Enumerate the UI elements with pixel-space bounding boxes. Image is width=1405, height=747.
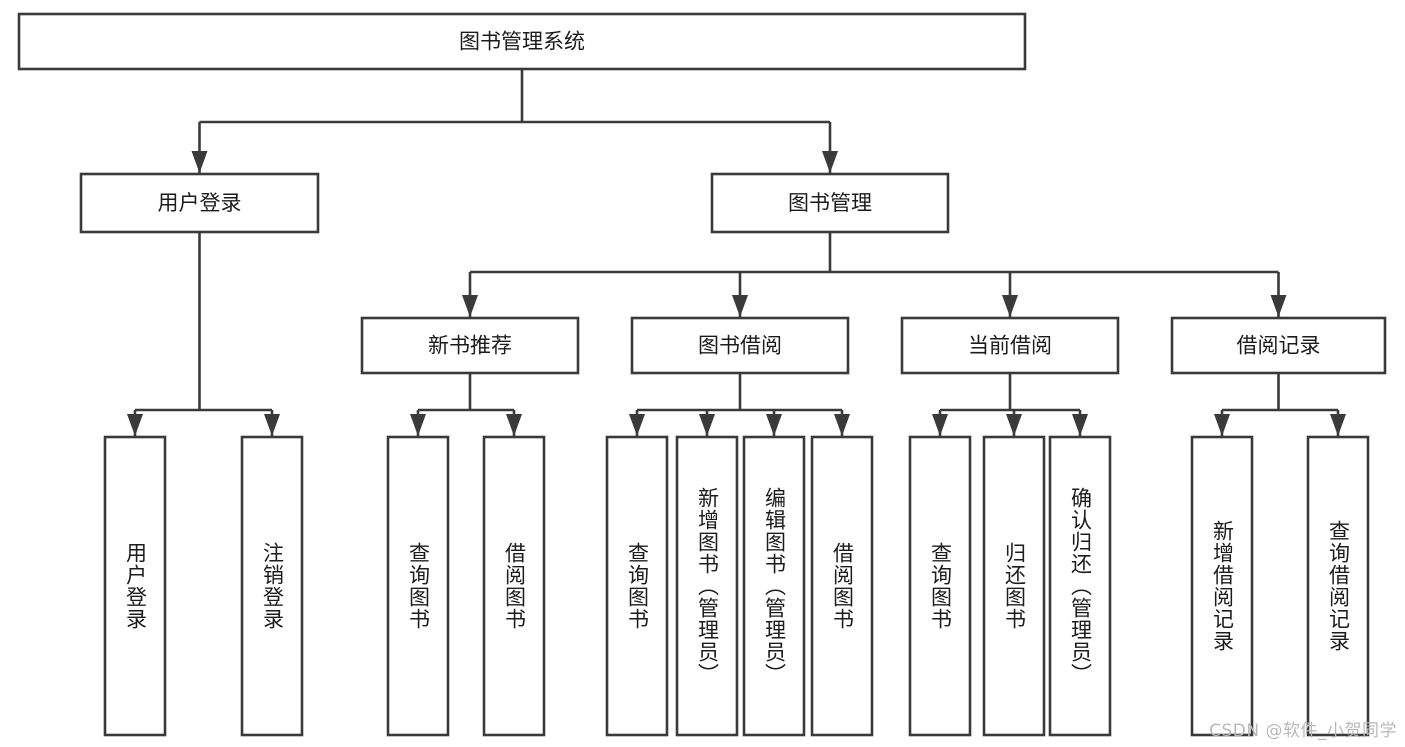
root-arrow-1 [822,151,838,173]
node-leaf-edit-book-label-wrap: 编辑图书（管理员） [762,487,787,685]
node-leaf-confirm-return-label-wrap: 确认归还（管理员） [1068,487,1093,685]
node-leaf-query-book-3[interactable]: 查询图书 [908,435,972,737]
book-borrow-arrow-3 [834,414,850,436]
node-book-borrow[interactable]: 图书借阅 [630,316,850,375]
node-leaf-return-book-label-wrap: 归还图书 [1002,542,1027,630]
node-leaf-query-record[interactable]: 查询借阅记录 [1306,435,1370,737]
book-manage-arrow-0 [462,295,478,317]
node-book-borrow-label: 图书借阅 [698,334,782,358]
book-borrow-arrow-2 [766,414,782,436]
node-leaf-borrow-book-1-label: 借阅图书 [502,542,527,630]
node-leaf-user-login-box [103,435,167,737]
node-leaf-query-book-3-label-wrap: 查询图书 [928,542,953,630]
book-manage-arrow-2 [1002,295,1018,317]
node-root-system[interactable]: 图书管理系统 [17,12,1027,71]
node-leaf-add-book-box [675,435,739,737]
node-leaf-return-book-label: 归还图书 [1002,542,1027,630]
node-user-login[interactable]: 用户登录 [79,172,320,234]
node-leaf-return-book[interactable]: 归还图书 [982,435,1046,737]
node-leaf-add-record-label-wrap: 新增借阅记录 [1210,520,1235,652]
nodes-layer: 图书管理系统用户登录图书管理新书推荐图书借阅当前借阅借阅记录用户登录注销登录查询… [17,12,1387,737]
node-leaf-edit-book[interactable]: 编辑图书（管理员） [742,435,806,737]
node-root-system-label: 图书管理系统 [459,30,585,54]
node-leaf-add-record[interactable]: 新增借阅记录 [1190,435,1254,737]
current-borrow-arrow-1 [1006,414,1022,436]
borrow-record-arrow-1 [1330,414,1346,436]
node-book-manage[interactable]: 图书管理 [710,172,950,234]
node-leaf-query-book-2-box [605,435,669,737]
node-leaf-query-book-1[interactable]: 查询图书 [386,435,450,737]
node-leaf-logout-label: 注销登录 [260,542,285,630]
node-borrow-record[interactable]: 借阅记录 [1170,316,1387,375]
node-leaf-query-book-1-label: 查询图书 [406,542,431,630]
node-leaf-query-book-2-label: 查询图书 [625,542,650,630]
node-leaf-return-book-box [982,435,1046,737]
user-login-arrow-0 [127,414,143,436]
book-borrow-arrow-1 [699,414,715,436]
node-leaf-borrow-book-2-box [810,435,874,737]
node-leaf-edit-book-box [742,435,806,737]
root-arrow-0 [191,151,208,173]
node-leaf-edit-book-label: 编辑图书（管理员） [762,487,787,685]
current-borrow-arrow-0 [932,414,948,436]
node-leaf-borrow-book-1-label-wrap: 借阅图书 [502,542,527,630]
node-leaf-user-login-label-wrap: 用户登录 [123,542,148,630]
node-leaf-logout[interactable]: 注销登录 [240,435,304,737]
node-leaf-add-book-label-wrap: 新增图书（管理员） [695,487,720,685]
node-new-book-rec-label: 新书推荐 [428,334,512,358]
node-user-login-box [79,172,320,234]
book-borrow-arrow-0 [629,414,645,436]
node-leaf-add-record-label: 新增借阅记录 [1210,520,1235,652]
node-leaf-user-login[interactable]: 用户登录 [103,435,167,737]
node-book-borrow-box [630,316,850,375]
node-borrow-record-label: 借阅记录 [1237,334,1321,358]
node-leaf-query-book-1-label-wrap: 查询图书 [406,542,431,630]
node-leaf-borrow-book-2[interactable]: 借阅图书 [810,435,874,737]
node-leaf-user-login-label: 用户登录 [123,542,148,630]
node-current-borrow-box [900,316,1120,375]
borrow-record-arrow-0 [1214,414,1230,436]
node-leaf-add-record-box [1190,435,1254,737]
new-book-rec-arrow-1 [506,414,522,436]
node-leaf-confirm-return[interactable]: 确认归还（管理员） [1048,435,1112,737]
node-leaf-logout-label-wrap: 注销登录 [260,542,285,630]
node-leaf-add-book-label: 新增图书（管理员） [695,487,720,685]
node-user-login-label: 用户登录 [158,191,242,215]
node-leaf-confirm-return-box [1048,435,1112,737]
node-new-book-rec-box [360,316,580,375]
node-book-manage-box [710,172,950,234]
node-leaf-confirm-return-label: 确认归还（管理员） [1068,487,1093,685]
node-leaf-query-record-label: 查询借阅记录 [1326,520,1351,652]
book-manage-arrow-1 [732,295,748,317]
node-leaf-borrow-book-2-label: 借阅图书 [830,542,855,630]
node-root-system-box [17,12,1027,71]
node-leaf-borrow-book-2-label-wrap: 借阅图书 [830,542,855,630]
node-leaf-query-book-3-box [908,435,972,737]
new-book-rec-arrow-0 [410,414,426,436]
connector-lines-layer [127,69,1346,436]
node-leaf-logout-box [240,435,304,737]
node-leaf-query-book-3-label: 查询图书 [928,542,953,630]
node-current-borrow[interactable]: 当前借阅 [900,316,1120,375]
node-leaf-query-book-1-box [386,435,450,737]
node-new-book-rec[interactable]: 新书推荐 [360,316,580,375]
node-leaf-query-book-2[interactable]: 查询图书 [605,435,669,737]
node-leaf-borrow-book-1-box [482,435,546,737]
node-leaf-query-record-box [1306,435,1370,737]
book-manage-arrow-3 [1270,295,1287,317]
user-login-arrow-1 [264,414,280,436]
node-leaf-borrow-book-1[interactable]: 借阅图书 [482,435,546,737]
node-book-manage-label: 图书管理 [788,191,872,215]
node-leaf-query-record-label-wrap: 查询借阅记录 [1326,520,1351,652]
current-borrow-arrow-2 [1072,414,1088,436]
node-leaf-query-book-2-label-wrap: 查询图书 [625,542,650,630]
node-leaf-add-book[interactable]: 新增图书（管理员） [675,435,739,737]
node-current-borrow-label: 当前借阅 [968,334,1052,358]
node-borrow-record-box [1170,316,1387,375]
